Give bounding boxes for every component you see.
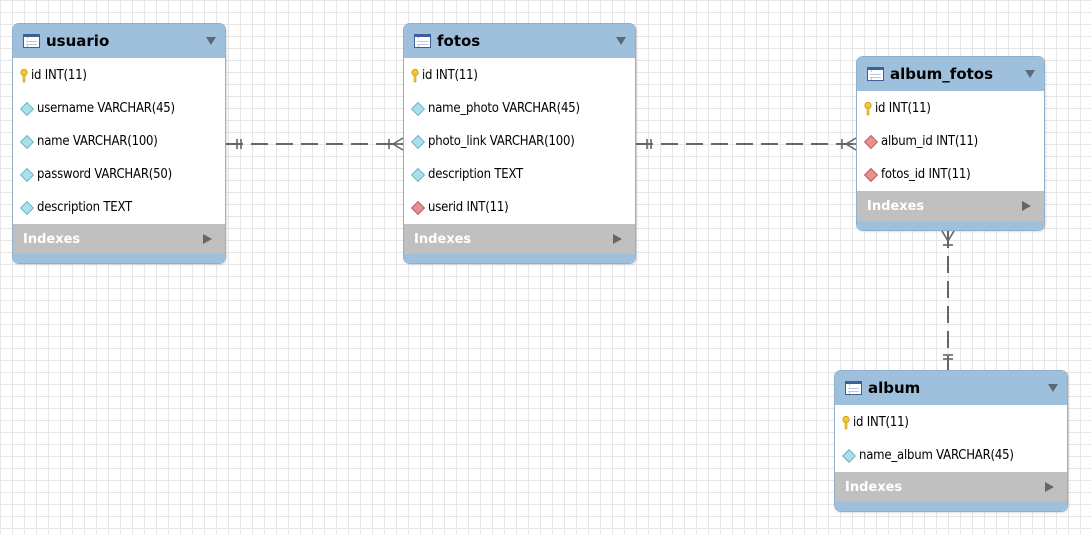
entity-album-fotos[interactable]: album_fotos id INT(11) album_id INT(11) …	[856, 56, 1045, 231]
attribute-diamond-icon	[410, 167, 426, 182]
relationship-end-album	[943, 354, 953, 360]
indexes-section-toggle[interactable]: Indexes	[404, 224, 635, 254]
column-text: password VARCHAR(50)	[37, 167, 172, 182]
attribute-diamond-icon	[19, 134, 35, 149]
attribute-diamond-icon	[841, 448, 857, 463]
entity-fotos[interactable]: fotos id INT(11) name_photo VARCHAR(45) …	[403, 23, 636, 264]
indexes-label: Indexes	[845, 479, 903, 495]
column-row[interactable]: name VARCHAR(100)	[13, 125, 225, 158]
entity-album-columns: id INT(11) name_album VARCHAR(45)	[835, 405, 1067, 472]
column-row[interactable]: description TEXT	[13, 191, 225, 224]
entity-fotos-title: fotos	[437, 32, 481, 50]
entity-footer	[404, 254, 635, 263]
column-row[interactable]: name_album VARCHAR(45)	[835, 439, 1067, 472]
column-row[interactable]: password VARCHAR(50)	[13, 158, 225, 191]
expand-triangle-icon[interactable]	[613, 234, 622, 244]
entity-fotos-columns: id INT(11) name_photo VARCHAR(45) photo_…	[404, 58, 635, 224]
column-text: name_photo VARCHAR(45)	[428, 101, 580, 116]
primary-key-icon	[842, 415, 850, 430]
column-text: id INT(11)	[31, 68, 87, 83]
attribute-diamond-icon	[410, 101, 426, 116]
table-icon	[867, 67, 884, 81]
entity-footer	[857, 221, 1044, 230]
entity-album[interactable]: album id INT(11) name_album VARCHAR(45) …	[834, 370, 1068, 512]
entity-album-title: album	[868, 379, 921, 397]
column-row[interactable]: fotos_id INT(11)	[857, 158, 1044, 191]
column-row[interactable]: id INT(11)	[13, 59, 225, 92]
primary-key-icon	[20, 68, 28, 83]
column-text: name VARCHAR(100)	[37, 134, 158, 149]
column-text: id INT(11)	[875, 101, 931, 116]
attribute-diamond-icon	[19, 167, 35, 182]
collapse-triangle-icon[interactable]	[1048, 384, 1058, 392]
expand-triangle-icon[interactable]	[1022, 201, 1031, 211]
column-text: id INT(11)	[853, 415, 909, 430]
relationship-end-album-fotos-bottom	[941, 230, 955, 246]
table-icon	[845, 381, 862, 395]
attribute-diamond-icon	[19, 101, 35, 116]
column-row[interactable]: album_id INT(11)	[857, 125, 1044, 158]
column-text: description TEXT	[428, 167, 523, 182]
primary-key-icon	[864, 101, 872, 116]
column-row[interactable]: description TEXT	[404, 158, 635, 191]
column-row[interactable]: photo_link VARCHAR(100)	[404, 125, 635, 158]
column-text: description TEXT	[37, 200, 132, 215]
relationship-end-fotos	[388, 137, 404, 151]
entity-footer	[13, 254, 225, 263]
relationship-end-usuario	[236, 139, 242, 149]
column-text: name_album VARCHAR(45)	[859, 448, 1014, 463]
collapse-triangle-icon[interactable]	[616, 37, 626, 45]
expand-triangle-icon[interactable]	[203, 234, 212, 244]
entity-album-fotos-header[interactable]: album_fotos	[857, 57, 1044, 91]
column-text: photo_link VARCHAR(100)	[428, 134, 575, 149]
entity-usuario-columns: id INT(11) username VARCHAR(45) name VAR…	[13, 58, 225, 224]
entity-usuario[interactable]: usuario id INT(11) username VARCHAR(45) …	[12, 23, 226, 264]
column-text: fotos_id INT(11)	[881, 167, 971, 182]
attribute-diamond-icon	[410, 134, 426, 149]
entity-usuario-header[interactable]: usuario	[13, 24, 225, 58]
collapse-triangle-icon[interactable]	[206, 37, 216, 45]
column-text: userid INT(11)	[428, 200, 509, 215]
column-text: album_id INT(11)	[881, 134, 979, 149]
column-row[interactable]: name_photo VARCHAR(45)	[404, 92, 635, 125]
column-row[interactable]: userid INT(11)	[404, 191, 635, 224]
column-row[interactable]: username VARCHAR(45)	[13, 92, 225, 125]
entity-footer	[835, 502, 1067, 511]
column-row[interactable]: id INT(11)	[404, 59, 635, 92]
column-row[interactable]: id INT(11)	[835, 406, 1067, 439]
foreign-key-diamond-icon	[863, 167, 879, 182]
indexes-section-toggle[interactable]: Indexes	[13, 224, 225, 254]
attribute-diamond-icon	[19, 200, 35, 215]
column-text: id INT(11)	[422, 68, 478, 83]
column-row[interactable]: id INT(11)	[857, 92, 1044, 125]
entity-album-fotos-title: album_fotos	[890, 65, 994, 83]
foreign-key-diamond-icon	[863, 134, 879, 149]
relationship-end-album-fotos	[841, 137, 857, 151]
relationship-end-fotos-pk	[646, 139, 652, 149]
primary-key-icon	[411, 68, 419, 83]
foreign-key-diamond-icon	[410, 200, 426, 215]
entity-usuario-title: usuario	[46, 32, 110, 50]
indexes-section-toggle[interactable]: Indexes	[857, 191, 1044, 221]
entity-album-fotos-columns: id INT(11) album_id INT(11) fotos_id INT…	[857, 91, 1044, 191]
indexes-label: Indexes	[23, 231, 81, 247]
indexes-label: Indexes	[867, 198, 925, 214]
table-icon	[414, 34, 431, 48]
expand-triangle-icon[interactable]	[1045, 482, 1054, 492]
entity-fotos-header[interactable]: fotos	[404, 24, 635, 58]
column-text: username VARCHAR(45)	[37, 101, 175, 116]
indexes-section-toggle[interactable]: Indexes	[835, 472, 1067, 502]
entity-album-header[interactable]: album	[835, 371, 1067, 405]
collapse-triangle-icon[interactable]	[1025, 70, 1035, 78]
indexes-label: Indexes	[414, 231, 472, 247]
table-icon	[23, 34, 40, 48]
